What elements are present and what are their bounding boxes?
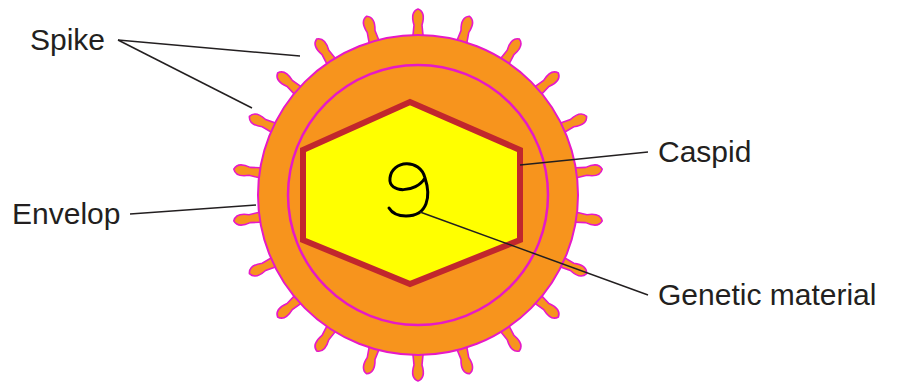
part-label: Envelop xyxy=(12,196,120,232)
leader-lines xyxy=(118,40,648,295)
genetic-squiggle xyxy=(389,164,428,216)
virus-body xyxy=(233,9,603,381)
capsid-hexagon xyxy=(303,102,520,284)
part-label: Caspid xyxy=(658,134,751,170)
part-label: Genetic material xyxy=(658,277,876,313)
part-label: Spike xyxy=(30,22,105,58)
